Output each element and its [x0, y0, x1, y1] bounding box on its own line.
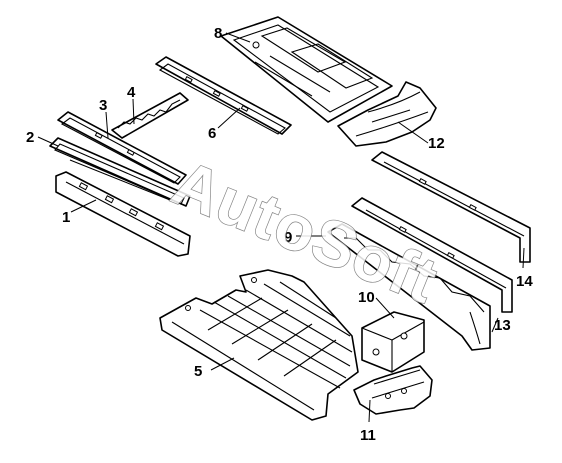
- part-10-bracket-box[interactable]: [361, 311, 425, 373]
- callout-6: 6: [208, 125, 216, 142]
- callout-8: 8: [214, 25, 222, 42]
- part-12-wheel-arch-panel[interactable]: [337, 81, 437, 147]
- callout-4: 4: [127, 84, 136, 101]
- leader-lines: [37, 32, 525, 423]
- part-2-front-cross-member[interactable]: [49, 137, 191, 207]
- part-6-cross-member[interactable]: [155, 56, 292, 135]
- part-13-longitudinal-rail[interactable]: [351, 197, 513, 313]
- callout-5: 5: [194, 363, 202, 380]
- part-5-floor-pan[interactable]: [159, 269, 359, 421]
- callout-10: 10: [358, 289, 375, 306]
- callout-labels: 8 3 4 2 1 6 12 9 10 5 11 13 14: [26, 25, 533, 444]
- part-9-side-frame[interactable]: [327, 223, 491, 351]
- part-11-lower-bracket[interactable]: [353, 365, 433, 415]
- part-1-front-sill[interactable]: [55, 171, 191, 257]
- callout-9: 9: [284, 229, 292, 246]
- part-8-rear-floor-panel[interactable]: [220, 16, 393, 123]
- callout-1: 1: [62, 209, 70, 226]
- callout-3: 3: [99, 97, 107, 114]
- part-14-longitudinal-rail[interactable]: [371, 151, 531, 263]
- callout-11: 11: [360, 427, 376, 444]
- callout-13: 13: [494, 317, 511, 334]
- part-4-bracket[interactable]: [111, 92, 189, 139]
- callout-12: 12: [428, 135, 445, 152]
- part-3-cross-member-upper[interactable]: [57, 111, 187, 185]
- callout-14: 14: [516, 273, 533, 290]
- callout-2: 2: [26, 129, 34, 146]
